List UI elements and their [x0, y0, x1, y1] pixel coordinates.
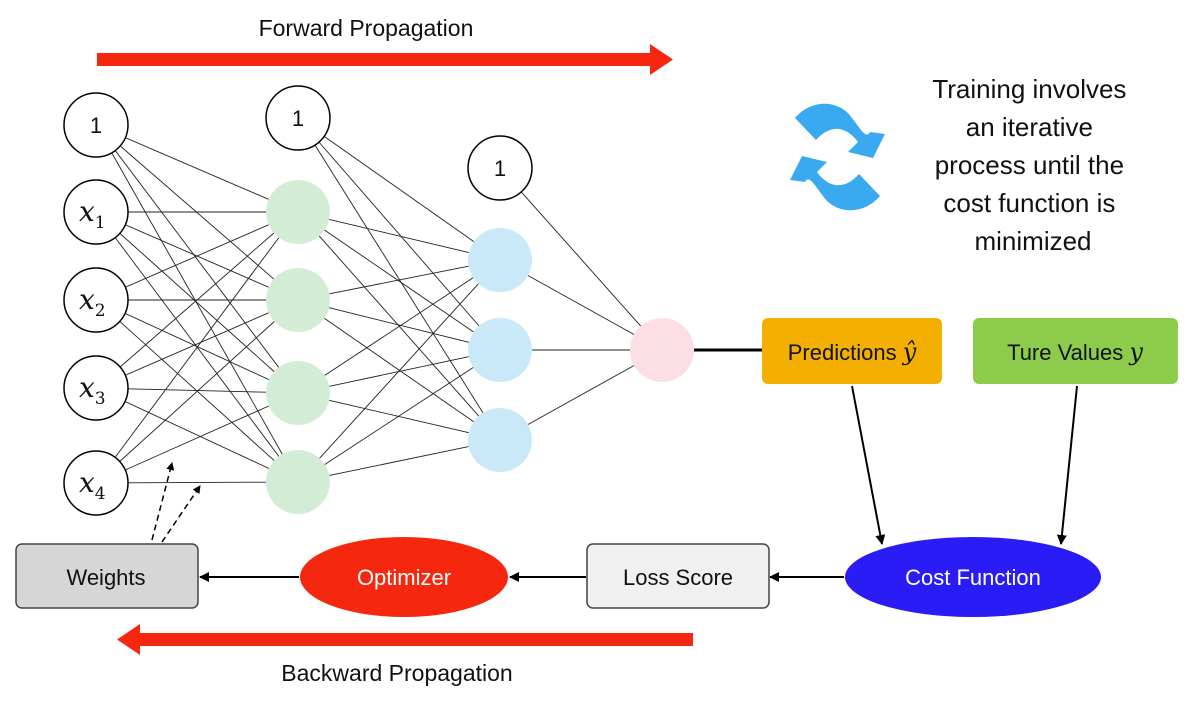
true-values-label: Ture Values y [1007, 338, 1143, 366]
connection-line [125, 312, 269, 376]
input-bias-label: 1 [90, 113, 102, 138]
optimizer-label: Optimizer [357, 565, 451, 590]
connection-line [324, 317, 474, 423]
refresh-cycle-icon [790, 103, 885, 211]
hidden1-node-1 [266, 180, 330, 244]
hidden2-node-1 [468, 228, 532, 292]
connection-line [127, 388, 267, 393]
hidden-layer-1: 1 [265, 85, 331, 514]
input-node-x4 [63, 450, 129, 516]
hidden2-bias-node [467, 135, 533, 201]
input-label-x3: x3 [79, 371, 106, 409]
connection-line [111, 152, 283, 455]
connection-line [127, 481, 267, 484]
hidden-layer-2: 1 [467, 135, 533, 472]
cost-function-node: Cost Function [845, 537, 1101, 617]
hidden2-bias-label: 1 [494, 156, 506, 181]
connection-line [314, 144, 484, 414]
hidden1-node-4 [266, 450, 330, 514]
connection-line [124, 401, 270, 469]
loss-score-label: Loss Score [623, 565, 733, 590]
backward-propagation-label: Backward Propagation [281, 660, 512, 686]
predictions-label: Predictions ŷ [788, 338, 917, 366]
input-node-x2 [63, 267, 129, 333]
output-node [630, 318, 694, 382]
connection-line [324, 229, 474, 333]
network-connections [111, 136, 642, 484]
input-label-x2: x2 [79, 283, 106, 321]
hidden1-bias-node [265, 85, 331, 151]
connection-line [114, 237, 280, 458]
loss-score-box: Loss Score [586, 543, 770, 609]
hidden2-node-2 [468, 318, 532, 382]
input-node-x3 [63, 355, 129, 421]
connection-line [329, 265, 469, 295]
connection-line [520, 191, 642, 327]
backward-propagation-arrow [117, 624, 693, 655]
connection-line [527, 365, 635, 425]
connection-line [323, 136, 475, 242]
weights-update-arrow-1 [151, 462, 175, 541]
hidden2-node-3 [468, 408, 532, 472]
input-node-x1 [63, 179, 129, 245]
connection-line [119, 233, 275, 372]
predictions-box: Predictions ŷ [762, 318, 942, 384]
weights-update-arrow-2 [161, 485, 201, 543]
cost-function-label: Cost Function [905, 565, 1041, 590]
optimizer-node: Optimizer [300, 537, 508, 617]
connection-line [328, 307, 470, 343]
hidden1-node-2 [266, 268, 330, 332]
connection-line [125, 137, 269, 200]
input-bias-node [63, 92, 129, 158]
hidden1-bias-label: 1 [292, 106, 304, 131]
input-label-x1: x1 [79, 195, 106, 233]
connection-line [319, 283, 479, 459]
connection-line [125, 224, 269, 288]
weights-box: Weights [15, 543, 199, 609]
predictions-to-cost-arrow [851, 385, 886, 545]
forward-propagation-arrow [97, 44, 673, 75]
input-label-x4: x4 [79, 466, 106, 504]
connection-line [527, 275, 635, 335]
connection-line [318, 141, 480, 327]
connection-line [329, 446, 469, 476]
connection-line [324, 277, 474, 376]
true-values-box: Ture Values y [973, 318, 1178, 384]
connection-line [324, 367, 474, 465]
weights-label: Weights [66, 565, 145, 590]
connection-line [119, 145, 275, 280]
hidden1-node-3 [266, 361, 330, 425]
connection-line [124, 312, 270, 381]
connection-line [119, 321, 275, 462]
forward-propagation-label: Forward Propagation [259, 15, 474, 41]
connection-line [114, 150, 280, 368]
connection-line [329, 218, 469, 254]
input-layer: 1 x1 x2 x3 x4 [63, 92, 129, 516]
training-note: Training involves an iterative process u… [932, 74, 1133, 256]
truevalues-to-cost-arrow [1056, 385, 1078, 545]
connection-line [125, 405, 269, 471]
connection-line [119, 232, 275, 368]
